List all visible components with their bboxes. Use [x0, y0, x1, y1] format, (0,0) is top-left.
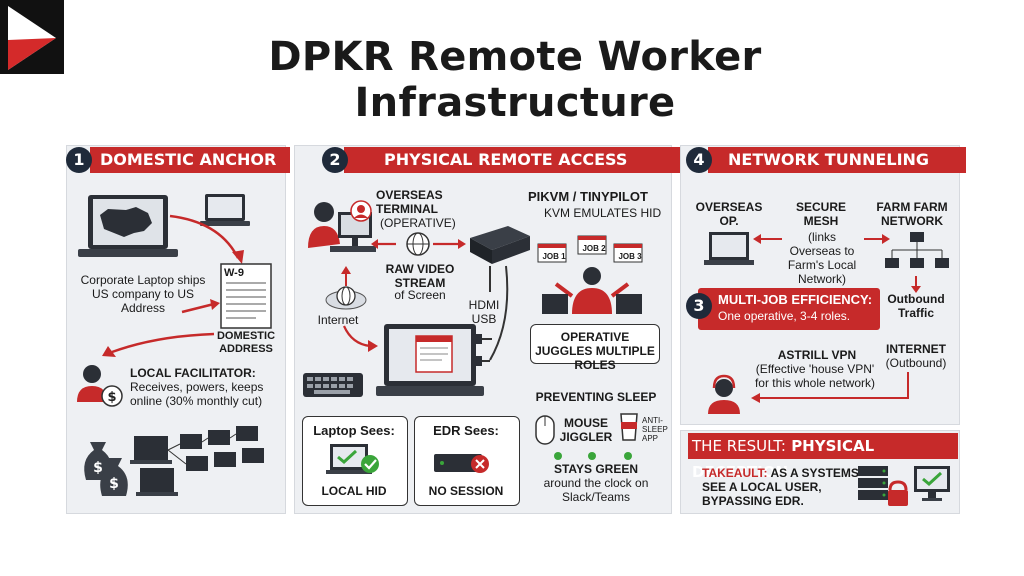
internet-network-sub: (Outbound): [885, 356, 947, 370]
network-topology-icon: [885, 232, 949, 268]
internet-label: Internet: [317, 313, 359, 327]
address-arrow-icon: [181, 299, 220, 314]
multijob-title: MULTI-JOB EFFICIENCY:: [718, 292, 873, 307]
operative-juggling-icon: [537, 235, 643, 314]
svg-text:$: $: [109, 476, 119, 492]
result-header: THE RESULT: PHYSICAL DECEPTION: [688, 433, 958, 481]
takeaway-text: AS A SYSTEMS SEE A LOCAL USER, BYPASSING…: [702, 466, 859, 508]
facilitator-person-icon: $: [77, 365, 123, 407]
secure-mesh-label: SECURE MESH: [795, 200, 846, 228]
ship-arrow-icon: [169, 214, 244, 264]
status-dots-icon: [554, 452, 632, 460]
laptop-sees-title: Laptop Sees:: [313, 423, 395, 438]
takeaway: TAKEAULT: AS A SYSTEMS SEE A LOCAL USER,…: [702, 466, 866, 508]
laptop-check-icon: [326, 444, 379, 474]
central-laptop-icon: [376, 324, 484, 396]
terminal-title: OVERSEAS TERMINAL: [376, 188, 443, 216]
network-header: NETWORK TUNNELING: [708, 147, 966, 173]
w9-label: W-9: [224, 267, 244, 279]
headset-operator-icon: [708, 374, 740, 414]
laptop-farm-icon: $ $: [84, 426, 264, 496]
internet-network-label: INTERNET: [886, 342, 946, 356]
locked-server-icon: [858, 466, 950, 506]
panel-network-tunneling: [680, 145, 960, 425]
stays-green-sub: around the clock on Slack/Teams: [543, 476, 649, 504]
juggles-callout: [530, 324, 660, 364]
stays-green-label: STAYS GREEN: [553, 462, 639, 476]
coffee-cup-icon: [620, 413, 638, 441]
internet-cloud-icon: [325, 266, 367, 310]
farm-network-label: FARM FARM NETWORK: [876, 200, 948, 228]
domestic-header: DOMESTIC ANCHOR: [90, 147, 290, 173]
preventing-sleep-title: PREVENTING SLEEP: [535, 390, 657, 404]
hdmi-label: HDMI: [468, 298, 500, 312]
mesh-left-arrow-icon: [753, 234, 782, 244]
outbound-down-arrow-icon: [911, 276, 921, 293]
small-laptop-icon: [200, 194, 250, 226]
raw-video-title: RAW VIDEO STREAM: [385, 262, 455, 290]
step-number-3: 3: [686, 293, 712, 319]
local-hid-label: LOCAL HID: [321, 484, 387, 498]
internet-to-laptop-arrow-icon: [342, 325, 378, 352]
overseas-laptop-icon: [704, 232, 754, 265]
pikvm-title: PIKVM / TINYPILOT: [528, 189, 648, 204]
juggles-text: OPERATIVE JUGGLES MULTIPLE ROLES: [535, 330, 655, 372]
usb-label: USB: [471, 312, 497, 326]
step-number-1: 1: [66, 147, 92, 173]
outbound-label: Outbound Traffic: [887, 292, 945, 320]
job-1-label: JOB 1: [542, 252, 566, 261]
takeaway-lead: TAKEAULT:: [702, 466, 768, 480]
anti-sleep-label: ANTI-SLEEP APP: [642, 416, 668, 443]
w9-form-icon: [220, 263, 272, 329]
globe-arrows-icon: [371, 232, 466, 256]
laptop-us-map-icon: [78, 195, 178, 257]
operative-terminal-icon: [308, 202, 376, 252]
multijob-text: One operative, 3-4 roles.: [718, 309, 851, 323]
step-number-4: 4: [686, 147, 712, 173]
laptop-caption: Corporate Laptop ships US company to US …: [80, 273, 206, 315]
edr-sees-title: EDR Sees:: [433, 423, 499, 438]
terminal-sub: (OPERATIVE): [380, 216, 456, 230]
page-title: DPKR Remote Worker Infrastructure: [268, 34, 762, 126]
result-header-prefix: THE RESULT:: [692, 437, 786, 455]
svg-text:$: $: [93, 460, 103, 476]
astrill-title: ASTRILL VPN: [777, 348, 857, 362]
job-3-label: JOB 3: [618, 252, 642, 261]
physical-header: PHYSICAL REMOTE ACCESS: [344, 147, 704, 173]
mouse-jiggler-label: MOUSE JIGGLER: [559, 416, 613, 444]
mesh-note: (links Overseas to Farm's Local Network): [787, 230, 857, 286]
facilitator-arrow-icon: [102, 332, 215, 357]
astrill-sub: (Effective 'house VPN' for this whole ne…: [754, 362, 876, 390]
keyboard-icon: [303, 373, 363, 397]
laptop-sees-card: [302, 416, 408, 506]
raw-video-sub: of Screen: [394, 288, 446, 302]
play-logo-icon: [8, 6, 56, 70]
facilitator-title: LOCAL FACILITATOR:: [130, 366, 256, 380]
overseas-op-label: OVERSEAS OP.: [695, 200, 763, 228]
step-number-2: 2: [322, 147, 348, 173]
mouse-icon: [535, 415, 555, 445]
domestic-address-label: DOMESTIC ADDRESS: [216, 330, 276, 355]
no-session-label: NO SESSION: [428, 484, 504, 498]
job-2-label: JOB 2: [582, 244, 606, 253]
vpn-return-arrow-icon: [751, 372, 909, 403]
facilitator-text: Receives, powers, keeps online (30% mont…: [130, 380, 264, 408]
pikvm-sub: KVM EMULATES HID: [544, 206, 662, 220]
kvm-device-icon: [470, 226, 530, 264]
result-header-suffix: PHYSICAL DECEPTION: [692, 437, 875, 481]
edr-sees-card: [414, 416, 520, 506]
operative-avatar-icon: [350, 200, 372, 222]
mesh-right-arrow-icon: [864, 234, 890, 244]
svg-text:$: $: [107, 390, 116, 405]
edr-no-session-icon: [434, 454, 489, 473]
brand-logo: [0, 0, 64, 74]
